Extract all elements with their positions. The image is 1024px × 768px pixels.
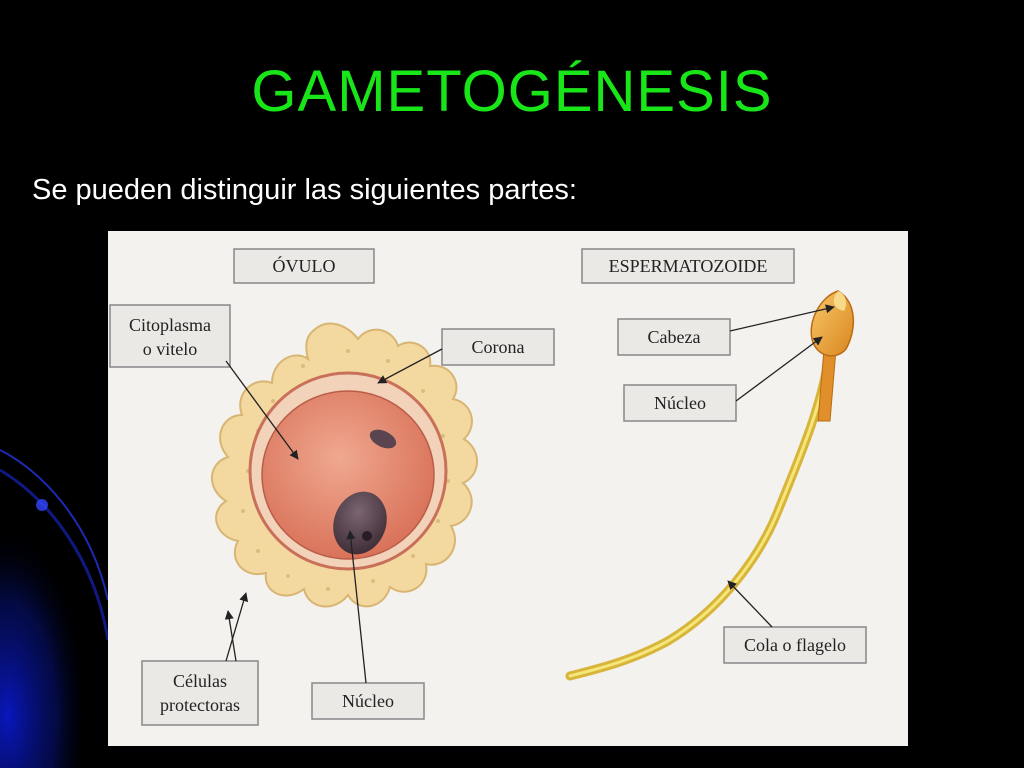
protective-cells-label-box: Células protectoras — [141, 660, 259, 726]
diagram-panel: ÓVULO Citoplasma o vitelo Corona Células… — [108, 231, 908, 746]
sperm-heading: ESPERMATOZOIDE — [609, 256, 768, 276]
protective-cells-label-line1: Células — [173, 671, 227, 691]
slide-title: GAMETOGÉNESIS — [251, 59, 773, 124]
sperm-nucleus-arrow — [735, 336, 823, 402]
sperm-heading-box: ESPERMATOZOIDE — [581, 248, 795, 284]
ovum-cytoplasm — [261, 390, 435, 560]
corona-granules — [241, 349, 450, 591]
ovum-nucleus-label-box: Núcleo — [311, 682, 425, 720]
slide-subtitle: Se pueden distinguir las siguientes part… — [32, 174, 577, 206]
sperm-nucleus-label: Núcleo — [654, 393, 706, 413]
cytoplasm-label-box: Citoplasma o vitelo — [109, 304, 231, 368]
tail-label-box: Cola o flagelo — [723, 626, 867, 664]
head-arrow — [729, 304, 835, 332]
ovum-heading-box: ÓVULO — [233, 248, 375, 284]
sperm-head — [810, 290, 855, 357]
tail-arrow — [727, 580, 773, 628]
head-label-box: Cabeza — [617, 318, 731, 356]
ovum — [211, 322, 478, 608]
gamete-diagram: ÓVULO Citoplasma o vitelo Corona Células… — [109, 248, 867, 726]
corona-label: Corona — [472, 337, 525, 357]
cytoplasm-label-line2: o vitelo — [143, 339, 198, 359]
cytoplasm-arrow — [225, 360, 299, 460]
head-label: Cabeza — [648, 327, 701, 347]
ovum-nucleus-arrow — [346, 530, 367, 684]
tail-label: Cola o flagelo — [744, 635, 846, 655]
sperm-midpiece — [817, 348, 837, 422]
sperm-tail-highlight — [568, 359, 830, 678]
sperm-nucleus-label-box: Núcleo — [623, 384, 737, 422]
ovum-nucleus-label: Núcleo — [342, 691, 394, 711]
corona-label-box: Corona — [441, 328, 555, 366]
ovum-heading: ÓVULO — [273, 255, 336, 276]
protective-cells-label-line2: protectoras — [160, 695, 240, 715]
cytoplasm-label-line1: Citoplasma — [129, 315, 211, 335]
corona-arrow — [377, 348, 443, 384]
sperm — [565, 290, 855, 681]
protective-cells-arrow-2 — [224, 610, 237, 662]
protective-cells-arrow-1 — [225, 592, 249, 662]
ovum-polar-body — [369, 429, 397, 449]
sperm-acrosome — [833, 291, 846, 311]
ovum-nucleolus — [362, 531, 372, 541]
